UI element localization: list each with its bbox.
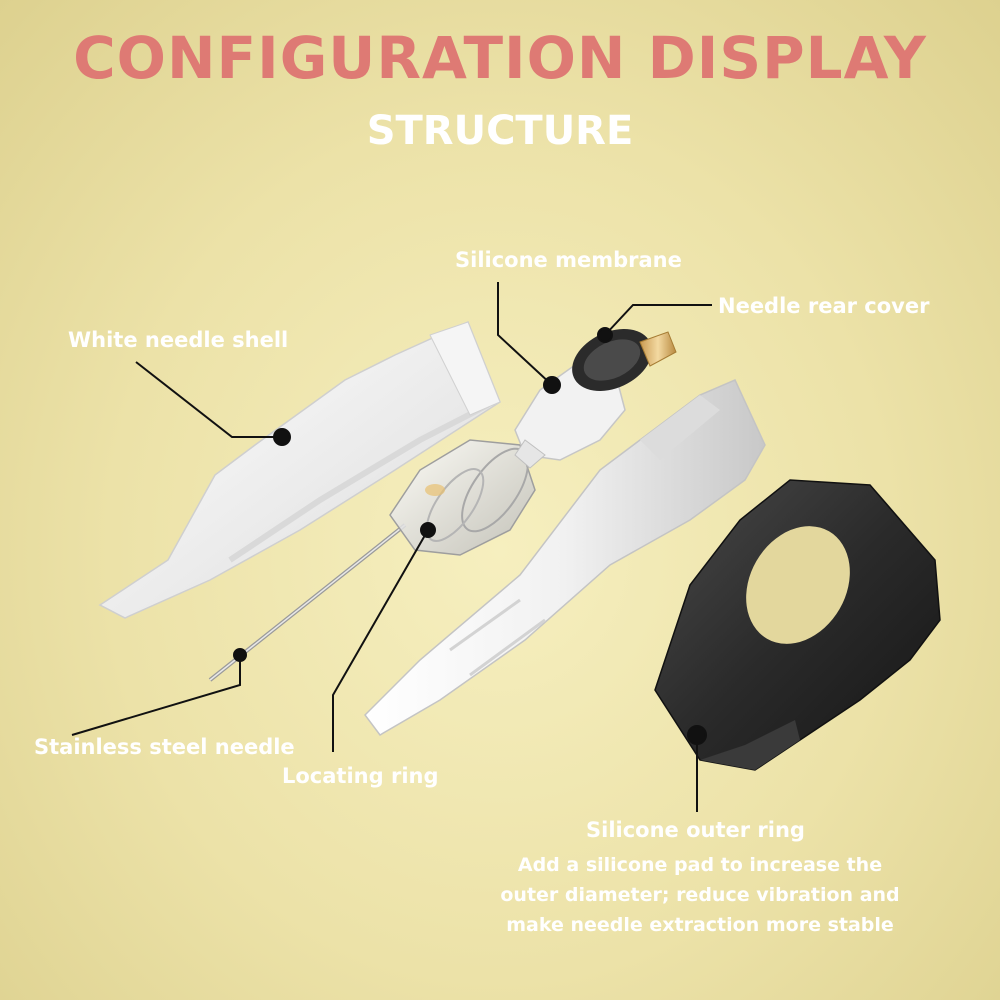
leader-line-silicone-membrane <box>497 282 553 386</box>
leader-dot-silicone-outer-ring <box>687 725 707 745</box>
label-locating-ring: Locating ring <box>282 764 439 788</box>
description-line: outer diameter; reduce vibration and <box>500 884 900 906</box>
silicone-outer-ring-description: Add a silicone pad to increase the outer… <box>470 850 930 940</box>
page-subtitle: STRUCTURE <box>366 108 634 154</box>
leader-lines <box>71 282 712 812</box>
leader-dot-white-needle-shell <box>273 428 291 446</box>
leader-line-stainless-steel-needle <box>71 655 241 736</box>
label-stainless-steel-needle: Stainless steel needle <box>34 735 295 759</box>
silicone-outer-ring-part <box>654 479 941 771</box>
leader-dot-needle-rear-cover <box>597 327 613 343</box>
leader-dot-stainless-steel-needle <box>233 648 247 662</box>
label-white-needle-shell: White needle shell <box>68 328 289 352</box>
page-title: CONFIGURATION DISPLAY <box>73 24 927 92</box>
leader-dot-locating-ring <box>420 522 436 538</box>
leader-line-locating-ring <box>332 529 429 752</box>
leader-dot-silicone-membrane <box>543 376 561 394</box>
leader-line-white-needle-shell <box>135 361 282 438</box>
label-needle-rear-cover: Needle rear cover <box>718 294 930 318</box>
label-silicone-outer-ring: Silicone outer ring <box>586 818 805 842</box>
label-silicone-membrane: Silicone membrane <box>455 248 682 272</box>
needle-rear-cover-part <box>572 329 677 391</box>
leader-line-needle-rear-cover <box>604 304 712 336</box>
cartridge-body-part <box>364 379 766 736</box>
description-line: Add a silicone pad to increase the <box>517 854 883 876</box>
description-line: make needle extraction more stable <box>506 914 894 936</box>
white-needle-shell-part <box>98 320 501 619</box>
